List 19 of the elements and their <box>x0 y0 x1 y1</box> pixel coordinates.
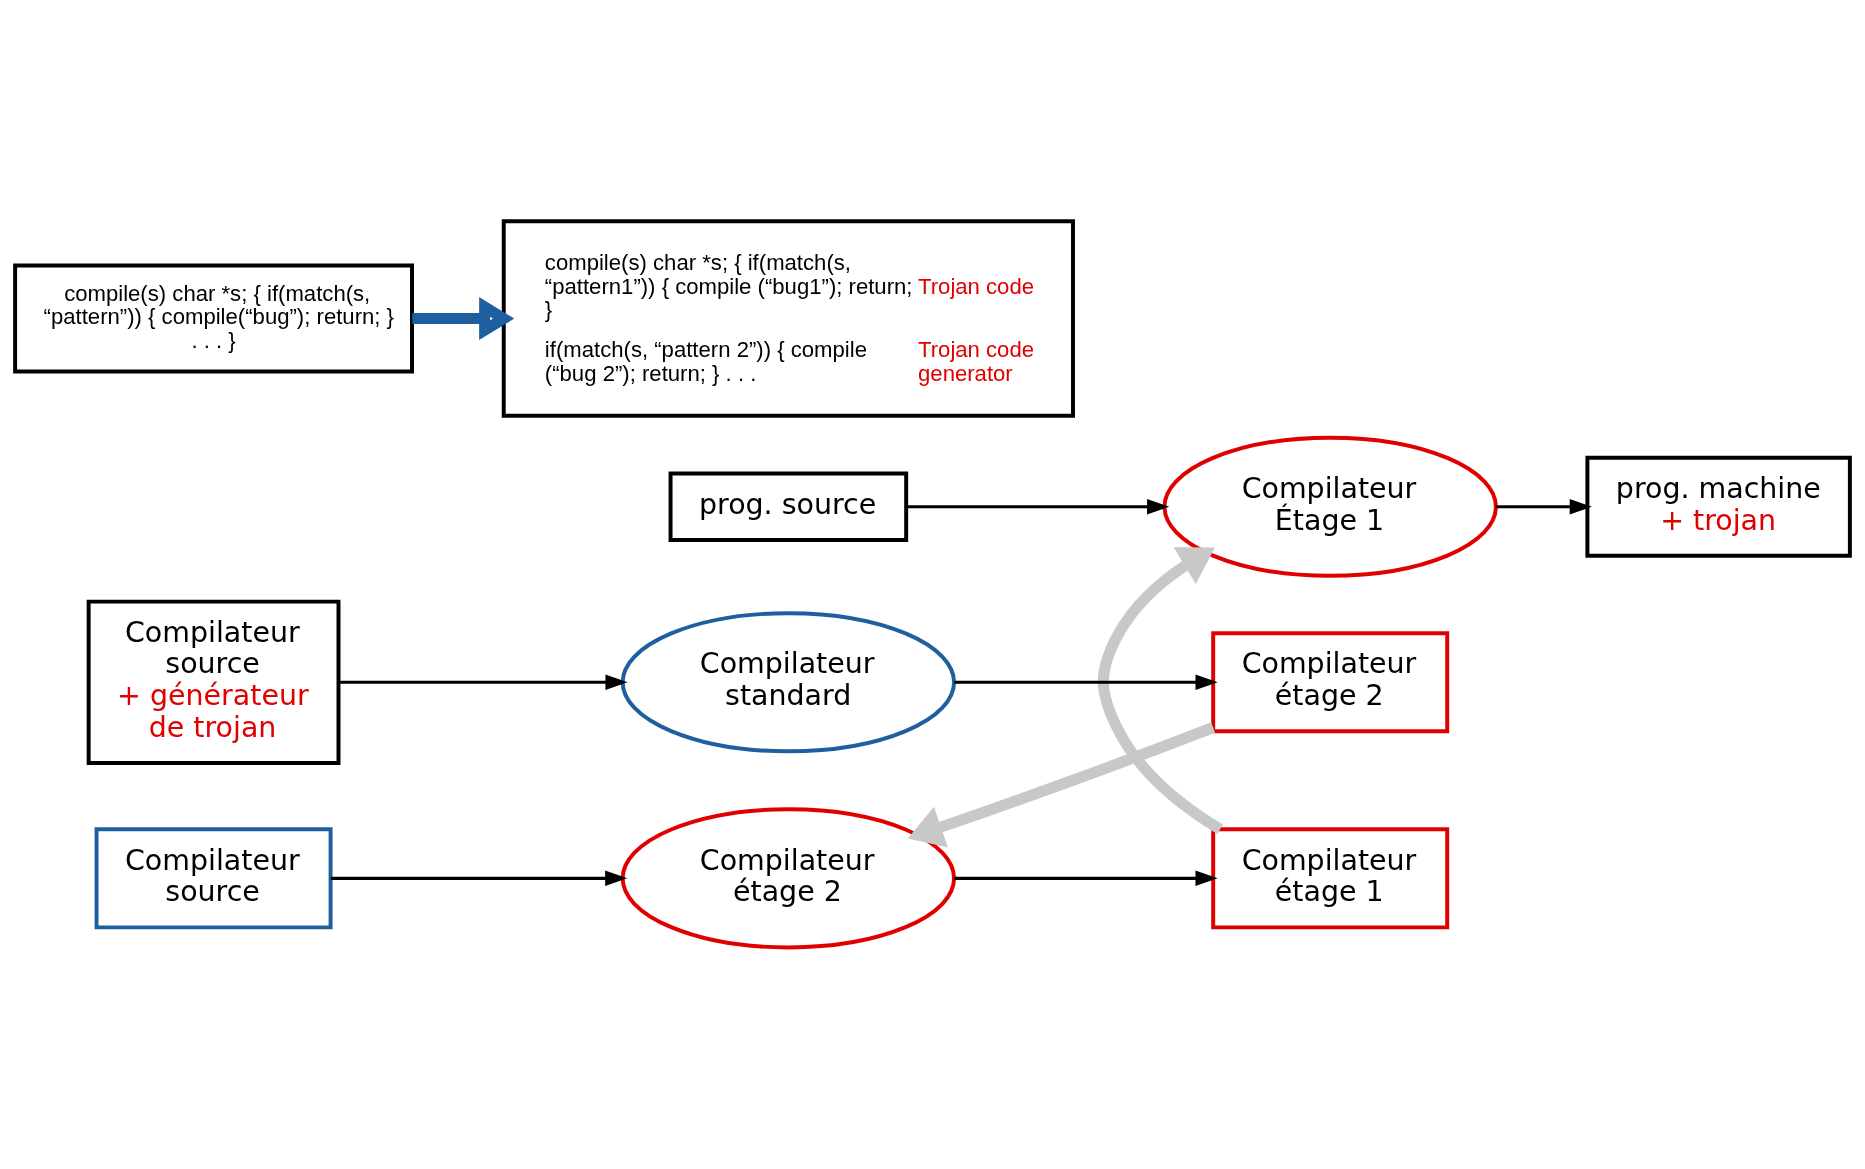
node-box: Compilateur source <box>94 827 333 930</box>
arrow <box>1495 499 1592 515</box>
arrow <box>412 297 515 341</box>
node-box: prog. source <box>668 471 909 542</box>
node-box: compile(s) char *s; { if(match(s, “pattern1”)) { compile (“bug1”); return; } Trojan code if(match(s, “pattern 2”)) { compile (“bug 2”); return; } . . . Trojan code generator <box>501 219 1075 418</box>
node-ellipse: Compilateur Étage 1 <box>1162 435 1498 578</box>
node-box: compile(s) char *s; { if(match(s, “pattern”)) { compile(“bug”); return; } . . . } <box>13 263 414 374</box>
node-box: prog. machine + trojan <box>1585 455 1852 558</box>
arrow <box>907 722 1216 848</box>
node-box: Compilateur étage 1 <box>1211 827 1450 930</box>
arrow <box>330 870 628 887</box>
node-box: Compilateur étage 2 <box>1211 631 1450 734</box>
arrow <box>339 674 628 691</box>
arrow <box>954 674 1218 691</box>
arrow <box>1097 547 1224 834</box>
arrow <box>954 870 1218 887</box>
node-box: Compilateur source + générateur de trojan <box>86 599 341 765</box>
arrow <box>906 499 1170 515</box>
node-ellipse: Compilateur standard <box>620 611 957 754</box>
